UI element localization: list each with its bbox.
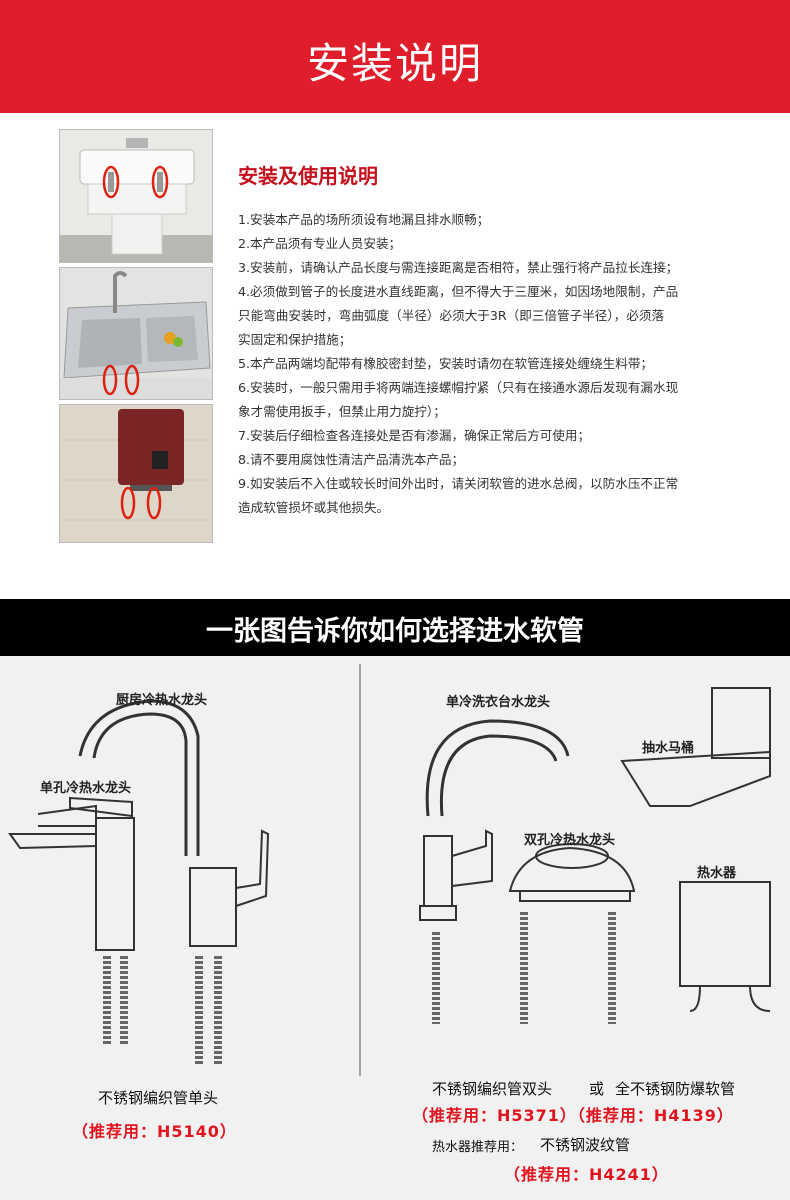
explosion-proof-hose-caption: 全不锈钢防爆软管 — [615, 1080, 736, 1098]
double-hose-recommendation: （推荐用：H5371）（推荐用：H4139） — [412, 1106, 734, 1125]
instruction-line: 象才需使用扳手，但禁止用力旋拧）； — [238, 404, 446, 419]
instructions-title: 安装及使用说明 — [238, 164, 378, 188]
instruction-line: 5.本产品两端均配带有橡胶密封垫，安装时请勿在软管连接处缠绕生料带； — [238, 356, 654, 371]
instruction-line: 9.如安装后不入住或较长时间外出时，请关闭软管的进水总阀，以防水压不正常 — [238, 476, 679, 491]
page-title: 安装说明 — [306, 39, 483, 88]
or-connector: 或 — [589, 1080, 605, 1098]
corrugated-pipe-recommendation: （推荐用：H4241） — [504, 1165, 669, 1184]
instruction-line: 2.本产品须有专业人员安装； — [238, 236, 402, 251]
kitchen-faucet-label: 厨房冷热水龙头 — [116, 693, 208, 708]
double-hose-caption: 不锈钢编织管双头 — [432, 1080, 553, 1098]
water-heater-photo — [59, 404, 213, 543]
header-banner: 安装说明 — [0, 0, 790, 113]
instruction-line: 6.安装时，一般只需用手将两端连接螺帽拧紧（只有在接通水源后发现有漏水现 — [238, 380, 679, 395]
instruction-line: 7.安装后仔细检查各连接处是否有渗漏，确保正常后方可使用； — [238, 428, 591, 443]
water-heater-label: 热水器 — [697, 866, 737, 881]
basin-photo — [59, 129, 213, 263]
corrugated-pipe-caption: 不锈钢波纹管 — [540, 1136, 631, 1154]
double-hole-faucet-label: 双孔冷热水龙头 — [524, 833, 616, 848]
hose-selection-diagram: 厨房冷热水龙头 单孔冷热水龙头 单冷洗衣台水龙头 抽水马桶 双孔冷热水龙头 热水… — [0, 656, 790, 1200]
instruction-line: 8.请不要用腐蚀性清洁产品清洗本产品； — [238, 452, 465, 467]
instruction-line: 只能弯曲安装时，弯曲弧度（半径）必须大于3R（即三倍管子半径），必须落 — [238, 308, 665, 323]
basin-faucet-label: 单冷洗衣台水龙头 — [446, 695, 551, 710]
section-title: 一张图告诉你如何选择进水软管 — [206, 616, 584, 647]
single-hole-faucet-label: 单孔冷热水龙头 — [40, 781, 132, 796]
sink-photo — [59, 267, 213, 400]
faucet-illustration — [8, 664, 771, 1076]
section-banner: 一张图告诉你如何选择进水软管 — [0, 599, 790, 656]
instruction-line: 4.必须做到管子的长度进水直线距离，但不得大于三厘米，如因场地限制，产品 — [238, 284, 679, 299]
single-hose-recommendation: （推荐用：H5140） — [72, 1122, 237, 1141]
instructions-list: 1.安装本产品的场所须设有地漏且排水顺畅； 2.本产品须有专业人员安装； 3.安… — [238, 208, 738, 520]
instruction-line: 实固定和保护措施； — [238, 332, 352, 347]
toilet-label: 抽水马桶 — [642, 741, 695, 756]
instruction-line: 造成软管损坏或其他损失。 — [238, 500, 390, 515]
heater-caption-prefix: 热水器推荐用： — [432, 1140, 524, 1155]
instruction-line: 3.安装前，请确认产品长度与需连接距离是否相符，禁止强行将产品拉长连接； — [238, 260, 679, 275]
instruction-line: 1.安装本产品的场所须设有地漏且排水顺畅； — [238, 212, 490, 227]
single-hose-caption: 不锈钢编织管单头 — [98, 1089, 219, 1107]
